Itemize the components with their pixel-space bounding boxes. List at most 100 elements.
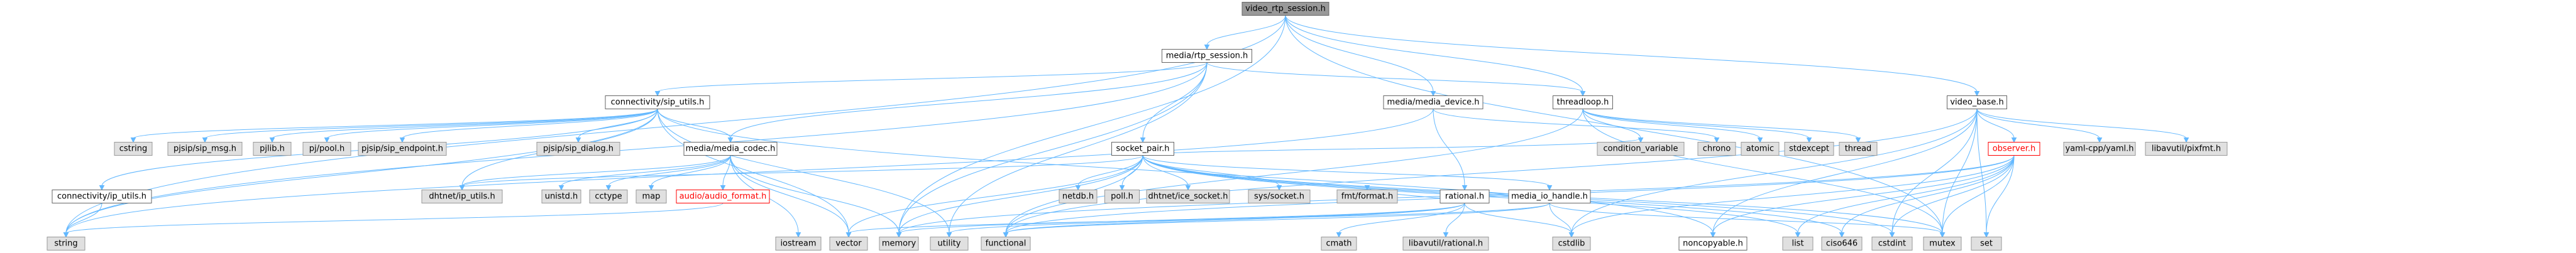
edge-sip_utils-to-media_codec [657, 109, 734, 143]
edge-video_rtp_session-to-media_device [1285, 15, 1436, 97]
node-av-rational: libavutil/rational.h [1402, 237, 1489, 250]
edge-media_codec-to-dht_ip_utils [459, 155, 731, 191]
node-label: pjlib.h [260, 144, 285, 154]
edge-media_codec-to-unistd [558, 155, 731, 191]
dependency-edges [63, 15, 2189, 238]
node-label: cstdint [1878, 239, 1906, 249]
node-label: pjsip/sip_dialog.h [543, 144, 614, 154]
node-media-device[interactable]: media/media_device.h [1383, 95, 1483, 109]
node-chrono: chrono [1697, 142, 1736, 156]
node-label: list [1792, 239, 1803, 249]
node-label: pj/pool.h [309, 144, 344, 154]
node-noncopyable[interactable]: noncopyable.h [1678, 237, 1748, 250]
edge-threadloop-to-thread [1582, 109, 1861, 143]
node-label: utility [938, 239, 961, 249]
node-sip-dialog: pjsip/sip_dialog.h [536, 142, 620, 156]
edge-video_rtp_session-to-rtp_session [1204, 15, 1286, 50]
node-label: pjsip/sip_msg.h [173, 144, 236, 154]
node-utility: utility [930, 237, 969, 250]
node-vector: vector [829, 237, 868, 250]
node-label: thread [1845, 144, 1872, 154]
node-media-io-handle[interactable]: media_io_handle.h [1508, 190, 1591, 203]
node-yaml: yaml-cpp/yaml.h [2063, 142, 2136, 156]
node-poll: poll.h [1104, 190, 1140, 203]
node-rtp-session[interactable]: media/rtp_session.h [1162, 49, 1252, 63]
edge-video_rtp_session-to-video_base [1285, 15, 1980, 97]
edge-video_base-to-yaml [1976, 109, 2103, 143]
node-label: atomic [1746, 144, 1774, 154]
node-label: yaml-cpp/yaml.h [2066, 144, 2134, 154]
node-label: pjsip/sip_endpoint.h [361, 144, 443, 154]
edge-observer-to-cstdlib [1568, 155, 2015, 238]
edge-rtp_session-to-socket_pair [1140, 62, 1208, 143]
edge-observer-to-mutex [1939, 155, 2015, 238]
edge-socket_pair-to-condition_variable [1142, 137, 1644, 156]
node-label: fmt/format.h [1341, 192, 1393, 202]
node-label: string [54, 239, 77, 249]
edge-media_codec-to-vector [730, 155, 852, 238]
edge-observer-to-set [1983, 155, 2015, 238]
edge-ip_utils-to-string [63, 203, 102, 238]
edge-socket_pair-to-poll [1119, 155, 1143, 191]
edge-sip_utils-to-sip_msg [202, 109, 658, 143]
node-label: libavutil/rational.h [1409, 239, 1483, 249]
node-sip-utils[interactable]: connectivity/sip_utils.h [605, 95, 710, 109]
node-memory: memory [879, 237, 919, 250]
edge-rational-to-utility [946, 203, 1465, 238]
node-cstring: cstring [114, 142, 153, 156]
node-cctype: cctype [589, 190, 628, 203]
node-video-rtp-session: video_rtp_session.h [1241, 2, 1329, 16]
edge-sip_utils-to-sip_endpoint [399, 109, 658, 143]
node-label: audio/audio_format.h [680, 192, 767, 202]
edge-observer-to-cstdint [1889, 155, 2015, 238]
node-thread: thread [1839, 142, 1878, 156]
node-label: netdb.h [1062, 192, 1094, 202]
node-label: dhtnet/ip_utils.h [429, 192, 495, 202]
edge-rtp_session-to-threadloop [1206, 62, 1586, 97]
node-rational[interactable]: rational.h [1439, 190, 1490, 203]
node-label: cstring [119, 144, 147, 154]
node-fmt-format: fmt/format.h [1336, 190, 1398, 203]
node-label: set [1980, 239, 1993, 249]
edge-rational-to-cmath [1336, 203, 1465, 238]
edge-video_rtp_session-to-threadloop [1285, 15, 1586, 97]
node-threadloop[interactable]: threadloop.h [1553, 95, 1613, 109]
node-video-base[interactable]: video_base.h [1947, 95, 2007, 109]
edge-socket_pair-to-sys_socket [1142, 155, 1282, 191]
node-map: map [636, 190, 667, 203]
node-audio-format[interactable]: audio/audio_format.h [676, 190, 770, 203]
node-label: socket_pair.h [1116, 144, 1170, 154]
edge-socket_pair-to-ice_socket [1142, 155, 1191, 191]
node-sip-msg: pjsip/sip_msg.h [167, 142, 243, 156]
edge-video_base-to-functional [1003, 109, 1978, 238]
node-label: condition_variable [1603, 144, 1678, 154]
edge-media_codec-to-cctype [605, 155, 731, 191]
edge-media_io_handle-to-cstdlib [1549, 203, 1575, 238]
edge-rational-to-av_rational [1443, 203, 1465, 238]
node-set: set [1971, 237, 2002, 250]
edge-sip_utils-to-pool [324, 109, 658, 143]
node-label: stdexcept [1789, 144, 1829, 154]
node-label: video_base.h [1950, 98, 2003, 107]
edge-video_base-to-set [1976, 109, 1990, 238]
header-nodes: video_rtp_session.h media/rtp_session.hth… [47, 2, 2228, 250]
node-observer[interactable]: observer.h [1988, 142, 2040, 156]
node-ip-utils[interactable]: connectivity/ip_utils.h [52, 190, 152, 203]
node-cstdlib: cstdlib [1552, 237, 1591, 250]
node-label: media_io_handle.h [1511, 192, 1588, 202]
edge-media_device-to-string [63, 109, 1434, 238]
node-socket-pair[interactable]: socket_pair.h [1111, 142, 1174, 156]
edge-sip_utils-to-pjlib [269, 109, 658, 143]
node-dht-ip-utils: dhtnet/ip_utils.h [421, 190, 503, 203]
node-iostream: iostream [775, 237, 822, 250]
edge-rational-to-cstdlib [1464, 203, 1575, 238]
edge-media_codec-to-map [648, 155, 731, 191]
node-label: chrono [1703, 144, 1731, 154]
node-label: dhtnet/ice_socket.h [1148, 192, 1228, 202]
node-label: video_rtp_session.h [1245, 4, 1326, 14]
node-media-codec[interactable]: media/media_codec.h [683, 142, 778, 156]
edge-video_base-to-mutex [1939, 109, 1978, 238]
node-pixfmt: libavutil/pixfmt.h [2145, 142, 2228, 156]
node-sys-socket: sys/socket.h [1248, 190, 1311, 203]
edge-sip_utils-to-string [63, 109, 658, 238]
